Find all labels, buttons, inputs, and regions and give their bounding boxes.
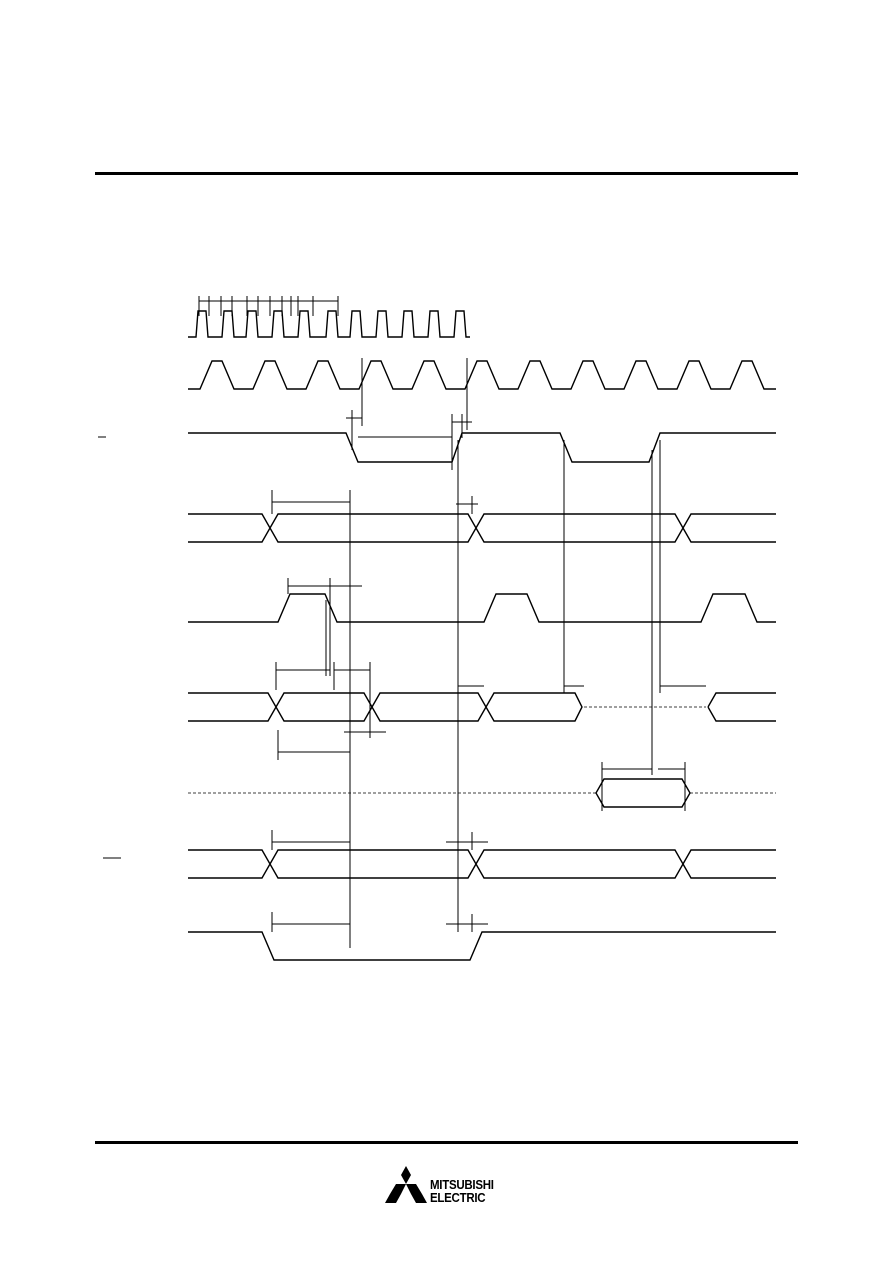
data-read-timing-marks <box>601 450 686 811</box>
brand-line1: MITSUBISHI <box>430 1178 494 1192</box>
mitsubishi-electric-logo: MITSUBISHI ELECTRIC <box>385 1166 515 1206</box>
latch-enable-signal <box>188 593 776 623</box>
data-bus-write-signal <box>188 692 776 722</box>
byte-enable-timing-marks <box>271 830 488 850</box>
fast-clock-signal <box>188 310 470 338</box>
address-timing-marks <box>271 490 478 948</box>
fast-clock-measure-arrows <box>198 296 339 316</box>
data-write-timing-marks <box>275 440 706 760</box>
three-diamonds-icon <box>385 1166 427 1203</box>
byte-enable-signal <box>188 849 776 879</box>
chip-select-signal <box>188 931 776 961</box>
strobe-timing-marks <box>346 358 472 470</box>
brand-line2: ELECTRIC <box>430 1191 486 1205</box>
chip-select-timing-marks <box>271 440 488 932</box>
strobe-signal <box>188 432 776 463</box>
footer-rule <box>95 1141 798 1144</box>
address-bus-signal <box>188 513 776 543</box>
latch-timing-marks <box>287 578 362 676</box>
header-rule <box>95 172 798 175</box>
system-clock-signal <box>188 360 776 390</box>
data-bus-read-signal <box>188 778 776 808</box>
